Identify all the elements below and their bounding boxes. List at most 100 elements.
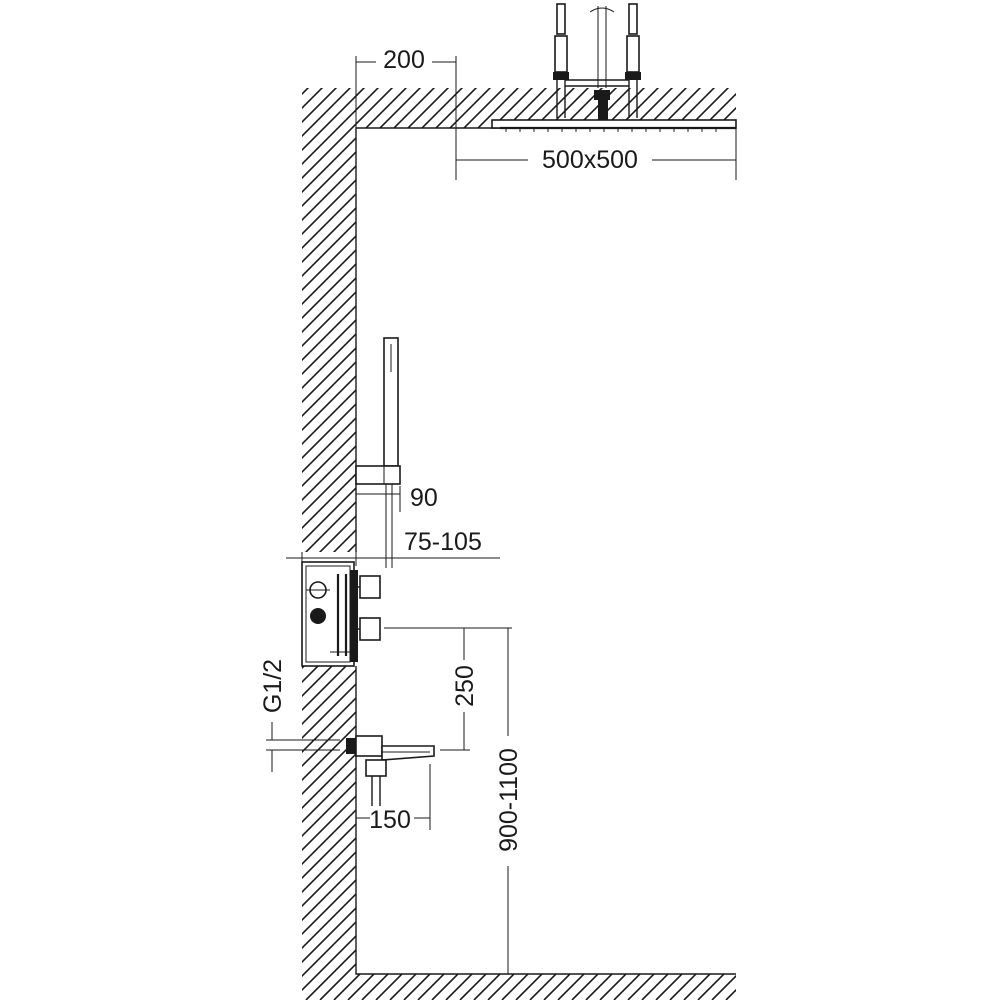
hatch-line xyxy=(0,660,254,1000)
hatch-line xyxy=(0,80,246,560)
hatch-line xyxy=(302,88,387,552)
hatch-line xyxy=(0,80,134,560)
dimension-label-90: 90 xyxy=(410,484,438,512)
hatch-line xyxy=(431,666,736,1000)
hatch-line xyxy=(886,80,1000,560)
hatch-line xyxy=(858,80,1000,560)
hatch-line xyxy=(302,666,395,1000)
hatch-line xyxy=(437,88,736,552)
hatch-line xyxy=(529,666,736,1000)
hatch-line xyxy=(302,88,359,552)
hatch-line xyxy=(0,660,2,1000)
hatch-line xyxy=(302,88,611,552)
hatch-line xyxy=(302,88,513,552)
hatch-line xyxy=(302,666,591,1000)
hatch-line xyxy=(302,88,415,552)
hatch-line xyxy=(633,88,736,552)
hatch-line xyxy=(0,660,86,1000)
hatch-line xyxy=(683,666,736,1000)
hatch-line xyxy=(0,660,156,1000)
dimension-wall-depth: 75-105 xyxy=(286,528,500,566)
hatch-line xyxy=(0,660,198,1000)
dimension-thread: G1/2 xyxy=(259,659,340,772)
hatch-line xyxy=(956,80,1000,560)
hatch-line xyxy=(830,80,1000,560)
hatch-line xyxy=(591,88,736,552)
hatch-line xyxy=(942,80,1000,560)
hatch-line xyxy=(675,88,736,552)
hatch-line xyxy=(760,80,1000,560)
hatch-line xyxy=(0,80,218,560)
hatch-line xyxy=(703,88,736,552)
hatch-line xyxy=(302,666,465,1000)
dimension-label-900-1100: 900-1100 xyxy=(495,748,523,852)
hatch-line xyxy=(302,88,373,552)
hatch-line xyxy=(302,88,541,552)
hatch-line xyxy=(0,660,16,1000)
hatch-line xyxy=(423,88,736,552)
hatch-line xyxy=(302,666,367,1000)
hatch-line xyxy=(501,666,736,1000)
hatch-line xyxy=(627,666,736,1000)
hatch-line xyxy=(0,80,232,560)
hatch-line xyxy=(302,88,443,552)
bath-spout xyxy=(346,735,435,806)
hatch-line xyxy=(302,666,493,1000)
hatch-line xyxy=(661,88,736,552)
hatch-line xyxy=(417,666,736,1000)
hatch-line xyxy=(302,88,736,552)
dimension-label-500x500: 500x500 xyxy=(542,146,638,174)
hatch-line xyxy=(302,88,401,552)
hatch-line xyxy=(0,80,274,560)
dimension-label-g12: G1/2 xyxy=(259,659,287,713)
dimension-ceiling-offset: 200 xyxy=(355,46,457,128)
hatch-line xyxy=(302,88,345,552)
hatch-line xyxy=(389,666,731,1000)
hatch-line xyxy=(302,88,457,552)
hatch-line xyxy=(0,660,170,1000)
hatch-line xyxy=(641,666,736,1000)
hatch-line xyxy=(577,88,736,552)
hatch-line xyxy=(0,660,226,1000)
hatch-line xyxy=(740,660,1000,1000)
hatch-line xyxy=(543,666,736,1000)
hatch-line xyxy=(0,660,212,1000)
hatch-line xyxy=(0,660,72,1000)
hatch-line xyxy=(844,80,1000,560)
hatch-line xyxy=(0,80,204,560)
hatch-line xyxy=(302,666,521,1000)
hatch-line xyxy=(571,666,736,1000)
hatch-line xyxy=(302,88,429,552)
dimension-mixer-to-spout: 250 xyxy=(384,627,512,751)
hatch-line xyxy=(754,660,1000,1000)
dimension-label-75-105: 75-105 xyxy=(404,528,482,556)
hatch-line xyxy=(774,80,1000,560)
hatch-line xyxy=(802,80,1000,560)
hatch-line xyxy=(0,660,58,1000)
hatch-line xyxy=(0,660,44,1000)
hatch-line xyxy=(302,666,339,1000)
hatch-line xyxy=(0,80,176,560)
hatch-line xyxy=(302,666,353,1000)
dimension-mixer-height: 900-1100 xyxy=(495,628,523,974)
dimension-bracket: 90 xyxy=(356,484,438,512)
hatch-line xyxy=(669,666,736,1000)
hatch-line xyxy=(0,660,282,1000)
hatch-line xyxy=(619,88,736,552)
concealed-mixer-box xyxy=(301,561,358,667)
hatch-line xyxy=(731,88,736,552)
hatch-line xyxy=(788,80,1000,560)
hatch-line xyxy=(655,666,736,1000)
dimension-spout-projection: 150 xyxy=(356,764,431,834)
hatch-line xyxy=(361,666,703,1000)
hatch-line xyxy=(0,80,190,560)
hatch-line xyxy=(0,80,288,560)
hatch-line xyxy=(613,666,736,1000)
hatch-line xyxy=(725,666,736,1000)
hatch-line xyxy=(928,80,1000,560)
dimension-rain-shower-size: 500x500 xyxy=(455,128,737,180)
wall-hatching-upper xyxy=(0,80,1000,560)
hatch-line xyxy=(302,666,535,1000)
hatch-line xyxy=(451,88,736,552)
